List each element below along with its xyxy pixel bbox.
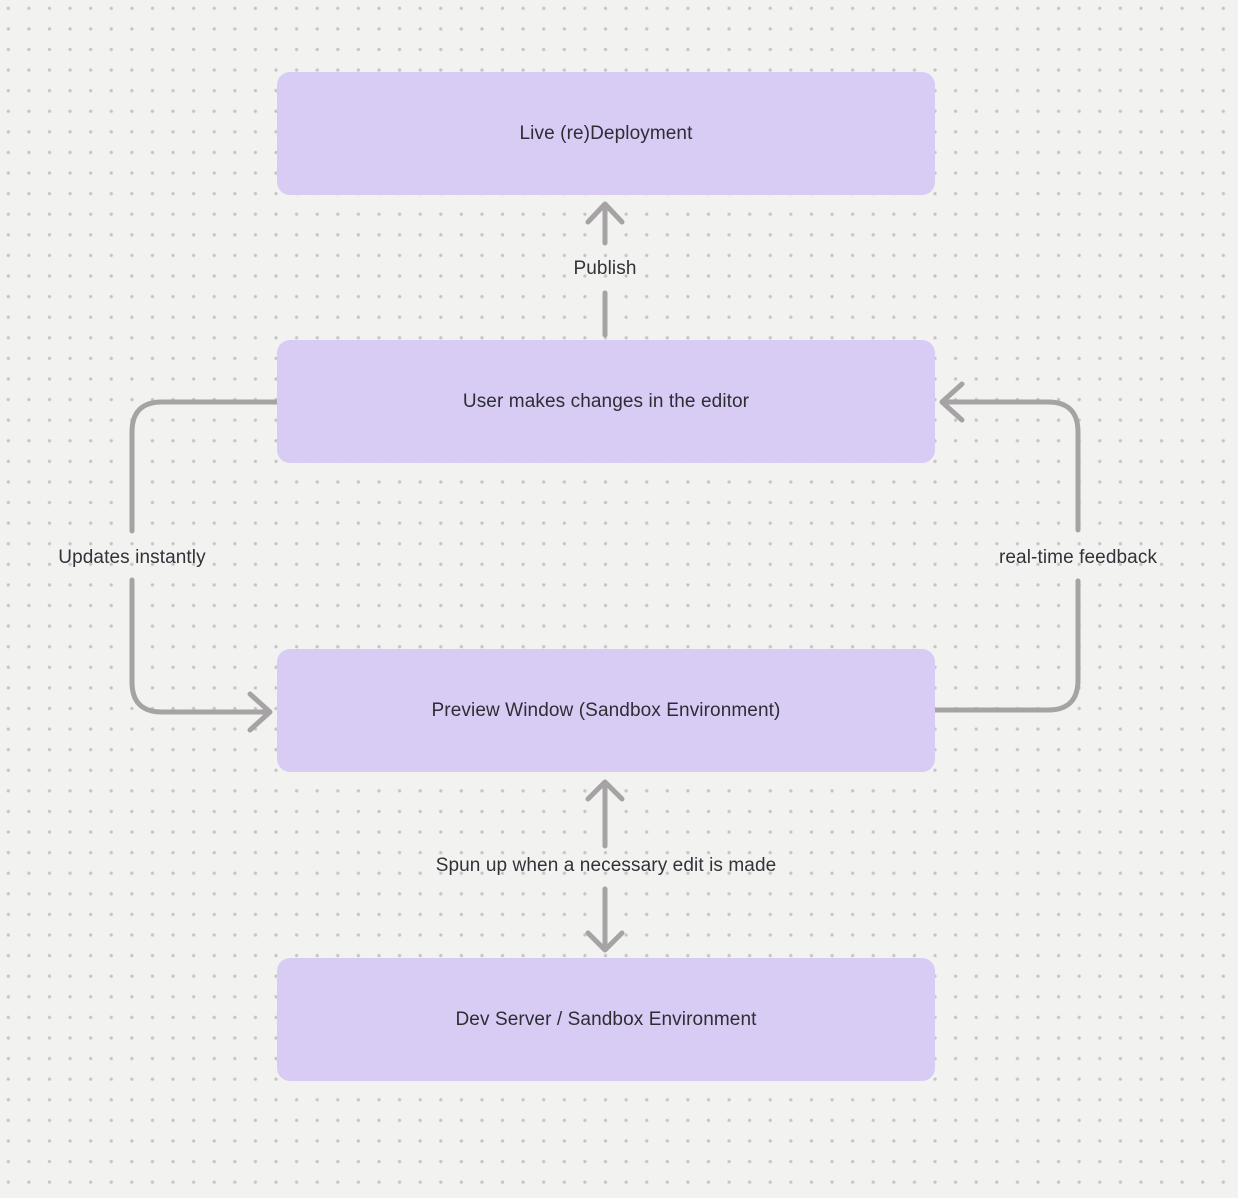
edge-label-publish: Publish: [573, 258, 637, 279]
node-dev-server-label: Dev Server / Sandbox Environment: [455, 1008, 757, 1030]
node-live-deployment[interactable]: Live (re)Deployment: [277, 72, 935, 195]
spun-up-arrow: [585, 779, 625, 953]
updates-arrow-lower-line: [129, 577, 269, 715]
feedback-arrow-lower-line: [932, 578, 1081, 713]
updates-instantly-arrow: [129, 399, 280, 733]
feedback-arrow-upper-line: [943, 399, 1081, 533]
node-preview-window-label: Preview Window (Sandbox Environment): [431, 699, 781, 721]
feedback-arrow: [932, 381, 1081, 713]
publish-arrow: [585, 201, 625, 338]
node-dev-server[interactable]: Dev Server / Sandbox Environment: [277, 958, 935, 1081]
edge-label-spun-up: Spun up when a necessary edit is made: [435, 855, 777, 876]
feedback-arrowhead-left-icon: [939, 381, 965, 423]
edge-label-updates-instantly: Updates instantly: [58, 547, 206, 568]
spunup-arrowhead-down-icon: [585, 930, 625, 953]
node-user-editor[interactable]: User makes changes in the editor: [277, 340, 935, 463]
node-live-deployment-label: Live (re)Deployment: [519, 122, 693, 144]
updates-arrowhead-right-icon: [247, 691, 273, 733]
edge-label-real-time-feedback: real-time feedback: [998, 547, 1158, 568]
spunup-arrowhead-up-icon: [585, 779, 625, 802]
node-preview-window[interactable]: Preview Window (Sandbox Environment): [277, 649, 935, 772]
updates-arrow-upper-line: [129, 399, 280, 534]
node-user-editor-label: User makes changes in the editor: [462, 390, 750, 412]
publish-arrowhead-up-icon: [585, 201, 625, 225]
